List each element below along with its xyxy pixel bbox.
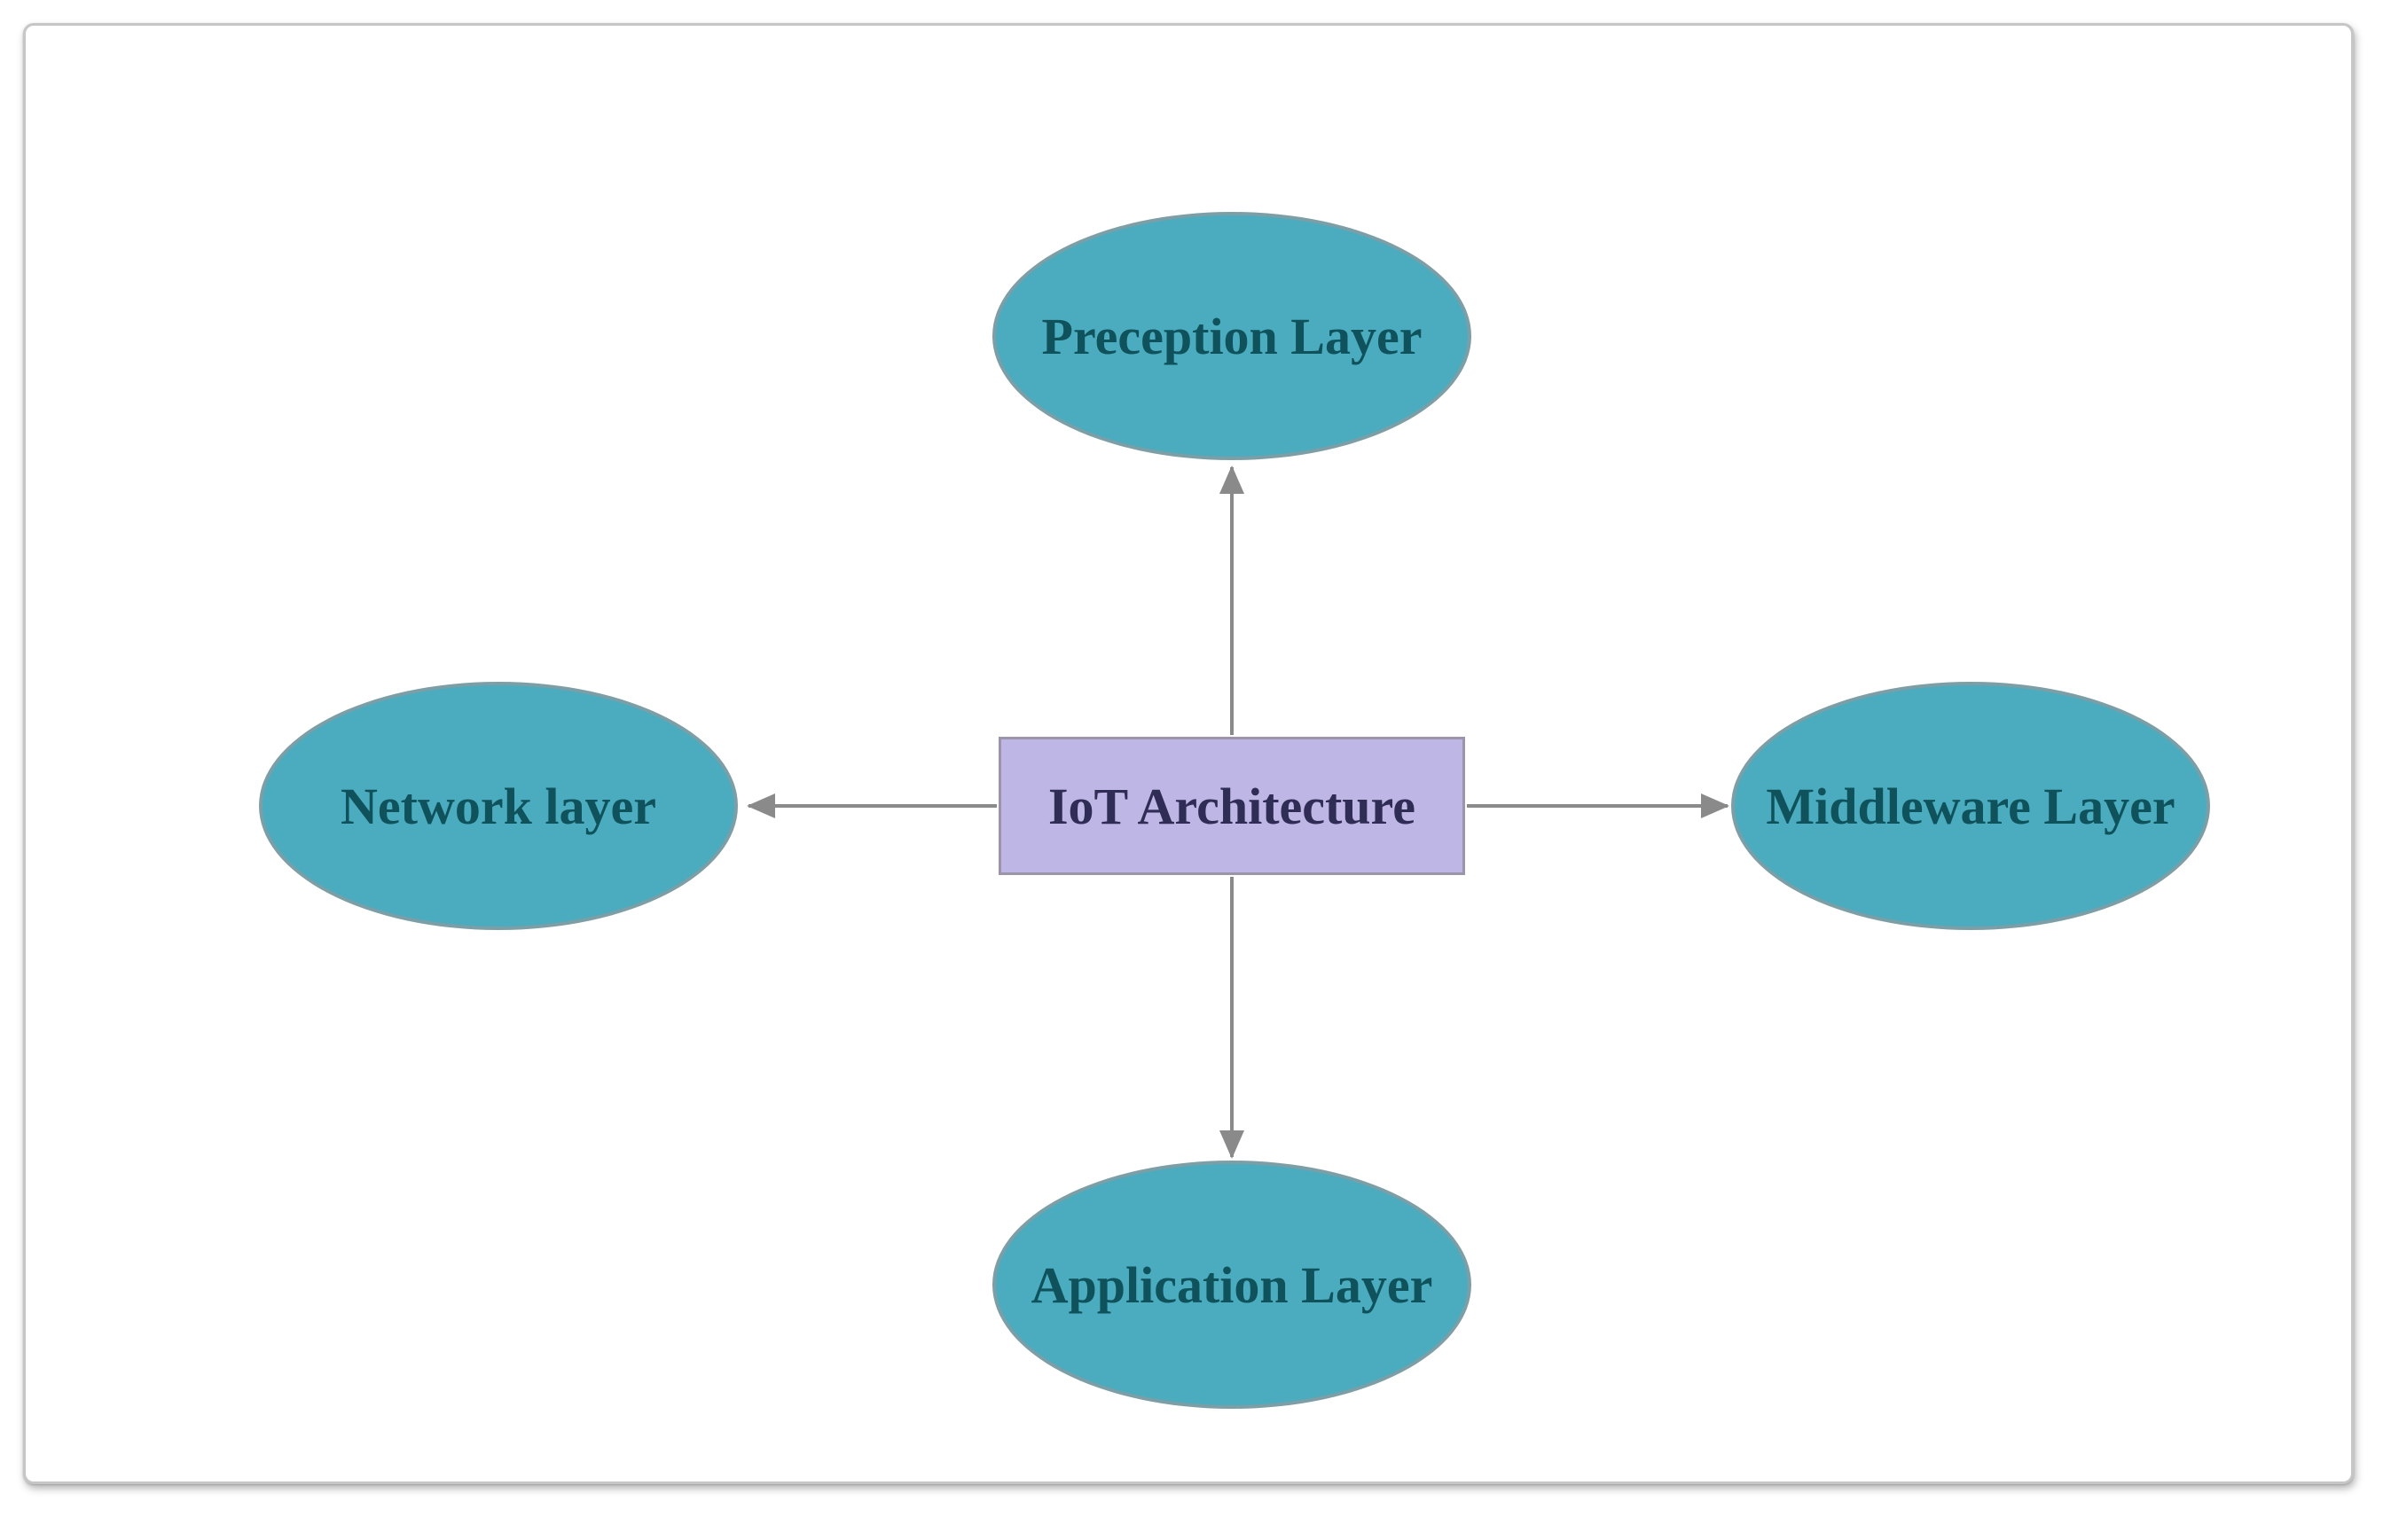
node-middleware-layer-label: Middleware Layer [1766,777,2175,835]
node-application-layer: Application Layer [992,1161,1471,1409]
node-application-layer-label: Application Layer [1031,1255,1433,1314]
node-network-layer-label: Network layer [341,777,656,835]
node-iot-architecture: IoT Architecture [999,737,1465,875]
node-middleware-layer: Middleware Layer [1731,682,2210,930]
node-perception-layer-label: Preception Layer [1041,307,1423,365]
node-perception-layer: Preception Layer [992,212,1471,460]
node-iot-architecture-label: IoT Architecture [1047,777,1415,835]
diagram-frame: Preception Layer Network layer Middlewar… [23,23,2354,1484]
node-network-layer: Network layer [259,682,738,930]
